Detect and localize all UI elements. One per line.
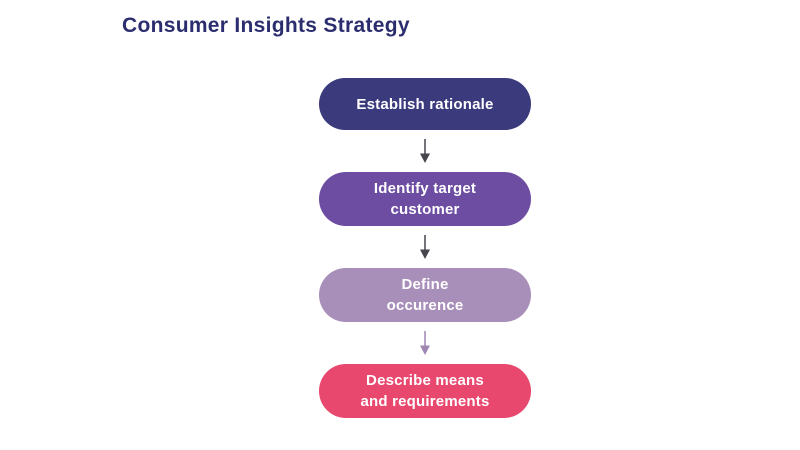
- step-describe-means-and-requirements: Describe means and requirements: [319, 364, 531, 418]
- down-arrow-icon: [418, 226, 432, 268]
- step-label: Establish rationale: [356, 95, 494, 113]
- down-arrow-icon: [418, 130, 432, 172]
- step-define-occurence: Define occurence: [319, 268, 531, 322]
- page-title: Consumer Insights Strategy: [122, 14, 410, 37]
- step-label: Describe means and requirements: [360, 372, 490, 410]
- flow-diagram: Establish rationale Identify target cust…: [319, 78, 531, 418]
- step-label: Define occurence: [386, 276, 464, 314]
- step-identify-target-customer: Identify target customer: [319, 172, 531, 226]
- step-establish-rationale: Establish rationale: [319, 78, 531, 130]
- step-label: Identify target customer: [373, 180, 477, 218]
- down-arrow-icon: [418, 322, 432, 364]
